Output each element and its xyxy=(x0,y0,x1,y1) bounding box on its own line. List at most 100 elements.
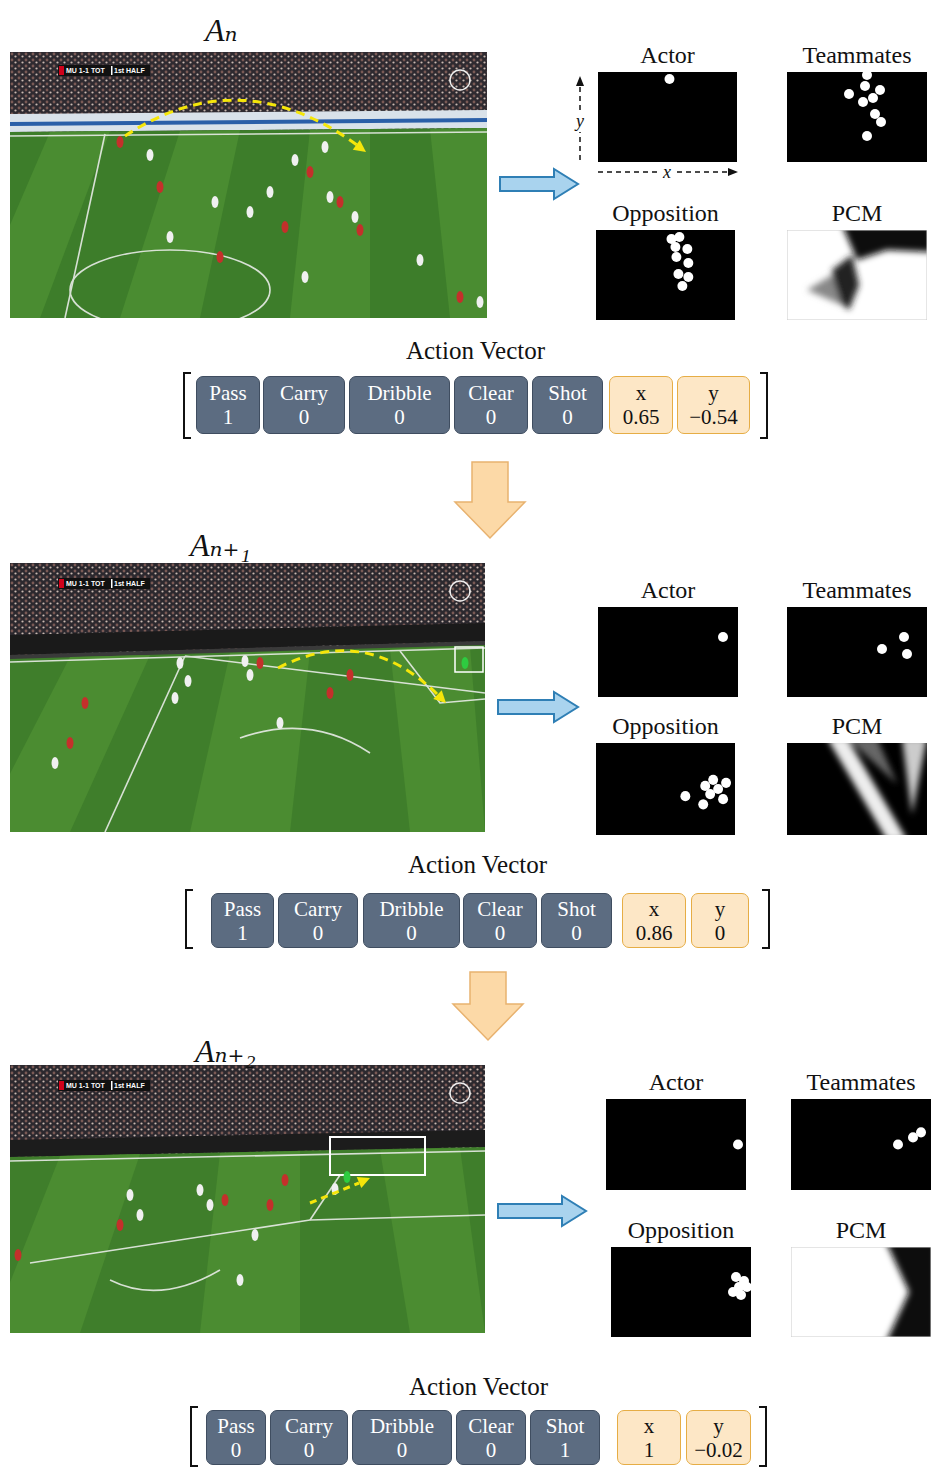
actor-panel: Actor xyxy=(598,607,738,697)
actor-map xyxy=(598,607,738,697)
cell-value: 0 xyxy=(571,921,582,945)
vector-cell: Clear0 xyxy=(463,893,537,948)
cell-value: 0 xyxy=(231,1438,242,1462)
cell-value: −0.02 xyxy=(694,1438,743,1462)
actor-panel: Actor xyxy=(606,1099,746,1190)
actor-panel: Actor xyxy=(598,72,737,162)
bracket xyxy=(190,1406,198,1467)
vector-cell: Dribble0 xyxy=(363,893,460,948)
vector-cell: y−0.54 xyxy=(677,376,750,434)
actor-map xyxy=(606,1099,746,1190)
opposition-map xyxy=(596,743,735,835)
panel-title: Opposition xyxy=(611,1216,751,1244)
bracket xyxy=(762,889,770,949)
match-frame-box: Aₙ xyxy=(10,52,487,318)
cell-value: 0 xyxy=(486,405,497,429)
vector-cell: Pass0 xyxy=(206,1410,266,1465)
cell-name: x xyxy=(636,381,647,405)
panel-title: Teammates xyxy=(787,41,927,69)
bracket xyxy=(760,372,768,439)
score-text: MU 1-1 TOT xyxy=(66,1080,105,1091)
cell-name: Carry xyxy=(280,381,328,405)
cell-name: y xyxy=(713,1414,724,1438)
match-frame xyxy=(10,52,487,318)
cell-value: 0 xyxy=(495,921,506,945)
cell-name: Carry xyxy=(294,897,342,921)
cell-value: 1 xyxy=(237,921,248,945)
teammates-map xyxy=(787,607,927,697)
encode-arrow xyxy=(498,1196,586,1226)
panel-title: Actor xyxy=(598,41,737,69)
cell-name: Pass xyxy=(209,381,246,405)
vector-cell: Pass1 xyxy=(196,376,260,434)
match-frame xyxy=(10,563,485,832)
bracket xyxy=(759,1406,767,1467)
cell-value: 1 xyxy=(223,405,234,429)
vector-cell: Shot0 xyxy=(532,376,603,434)
cell-value: 0 xyxy=(304,1438,315,1462)
cell-name: x xyxy=(649,897,660,921)
vector-cell: Clear0 xyxy=(456,1410,526,1465)
vector-cell: x1 xyxy=(617,1410,681,1465)
bracket xyxy=(183,372,191,439)
opposition-map xyxy=(611,1247,751,1337)
cell-name: x xyxy=(644,1414,655,1438)
pcm-map xyxy=(787,230,927,320)
cell-value: 0 xyxy=(397,1438,408,1462)
action-vector: Action VectorPass1Carry0Dribble0Clear0Sh… xyxy=(183,336,768,440)
pcm-panel: PCM xyxy=(787,230,927,320)
vector-cell: Carry0 xyxy=(263,376,345,434)
pcm-map xyxy=(791,1247,931,1337)
cell-name: Pass xyxy=(224,897,261,921)
vector-cell: x0.65 xyxy=(609,376,673,434)
cell-value: 0 xyxy=(486,1438,497,1462)
vector-cell: x0.86 xyxy=(622,893,686,948)
axis-label: x xyxy=(661,162,673,182)
vector-title: Action Vector xyxy=(183,336,768,366)
cell-name: Pass xyxy=(217,1414,254,1438)
sequence-arrow xyxy=(453,972,523,1040)
vector-cell: Shot0 xyxy=(541,893,612,948)
cell-value: 0 xyxy=(406,921,417,945)
panel-title: Actor xyxy=(606,1068,746,1096)
cell-value: 1 xyxy=(644,1438,655,1462)
pcm-panel: PCM xyxy=(787,743,927,835)
frame-title: Aₙ xyxy=(205,12,238,48)
match-frame-box: Aₙ₊₂ xyxy=(10,1065,485,1333)
panel-title: Actor xyxy=(598,576,738,604)
match-frame-box: Aₙ₊₁ xyxy=(10,563,485,832)
cell-name: Clear xyxy=(468,381,513,405)
vector-cell: Carry0 xyxy=(278,893,358,948)
cell-name: Dribble xyxy=(367,381,431,405)
cell-name: Shot xyxy=(557,897,596,921)
teammates-map xyxy=(787,72,927,162)
vector-cell: Dribble0 xyxy=(349,376,450,434)
opposition-panel: Opposition xyxy=(596,230,735,320)
panel-title: Teammates xyxy=(787,576,927,604)
frame-title: Aₙ₊₂ xyxy=(195,1033,256,1069)
panel-title: Opposition xyxy=(596,199,735,227)
panel-title: Opposition xyxy=(596,712,735,740)
cell-name: Dribble xyxy=(379,897,443,921)
cell-name: Carry xyxy=(285,1414,333,1438)
vector-title: Action Vector xyxy=(185,850,770,880)
period-text: 1st HALF xyxy=(114,578,145,589)
cell-name: y xyxy=(715,897,726,921)
vector-cell: Pass1 xyxy=(211,893,274,948)
cell-name: Shot xyxy=(546,1414,585,1438)
vector-cell: Carry0 xyxy=(270,1410,348,1465)
cell-name: Clear xyxy=(477,897,522,921)
cell-value: −0.54 xyxy=(689,405,738,429)
panel-title: PCM xyxy=(791,1216,931,1244)
pcm-map xyxy=(787,743,927,835)
period-text: 1st HALF xyxy=(114,1080,145,1091)
teammates-panel: Teammates xyxy=(791,1099,931,1190)
panel-title: PCM xyxy=(787,712,927,740)
vector-cell: Clear0 xyxy=(454,376,528,434)
cell-value: 0.65 xyxy=(623,405,660,429)
panel-title: Teammates xyxy=(791,1068,931,1096)
cell-value: 0 xyxy=(715,921,726,945)
frame-title: Aₙ₊₁ xyxy=(190,527,251,563)
opposition-panel: Opposition xyxy=(611,1247,751,1337)
encode-arrow xyxy=(498,692,578,722)
